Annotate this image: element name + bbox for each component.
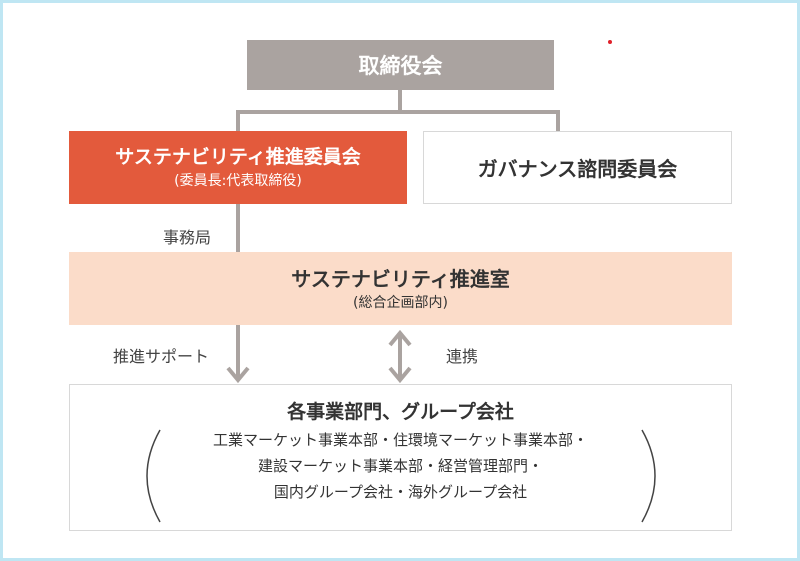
divisions-line-3: 国内グループ会社・海外グループ会社 [273,483,528,501]
sustainability-office-box: サステナビリティ推進室 (総合企画部内) [69,252,732,325]
red-dot-marker [608,40,612,44]
sustainability-committee-chair: (委員長:代表取締役) [174,172,302,189]
sustainability-committee-box: サステナビリティ推進委員会 (委員長:代表取締役) [69,131,407,204]
support-arrowhead [226,366,250,384]
divisions-line-2: 建設マーケット事業本部・経営管理部門・ [257,457,543,475]
divisions-line-1: 工業マーケット事業本部・住環境マーケット事業本部・ [212,431,588,449]
coop-arrowhead-down [388,366,412,384]
governance-committee-label: ガバナンス諮問委員会 [477,157,678,181]
left-parenthesis [146,429,161,523]
governance-committee-box: ガバナンス諮問委員会 [423,131,732,204]
sustainability-office-label: サステナビリティ推進室 [291,266,510,291]
sustainability-committee-label: サステナビリティ推進委員会 [115,145,361,168]
board-box: 取締役会 [247,40,554,90]
coop-arrowhead-up [388,329,412,347]
support-label: 推進サポート [113,347,210,366]
divisions-title: 各事業部門、グループ会社 [287,401,514,423]
right-parenthesis [641,429,656,523]
coop-label: 連携 [446,347,479,366]
secretariat-label: 事務局 [163,228,212,247]
sustainability-office-dept: (総合企画部内) [353,294,448,311]
divisions-box: 各事業部門、グループ会社 工業マーケット事業本部・住環境マーケット事業本部・ 建… [69,384,732,531]
board-label: 取締役会 [358,54,443,78]
